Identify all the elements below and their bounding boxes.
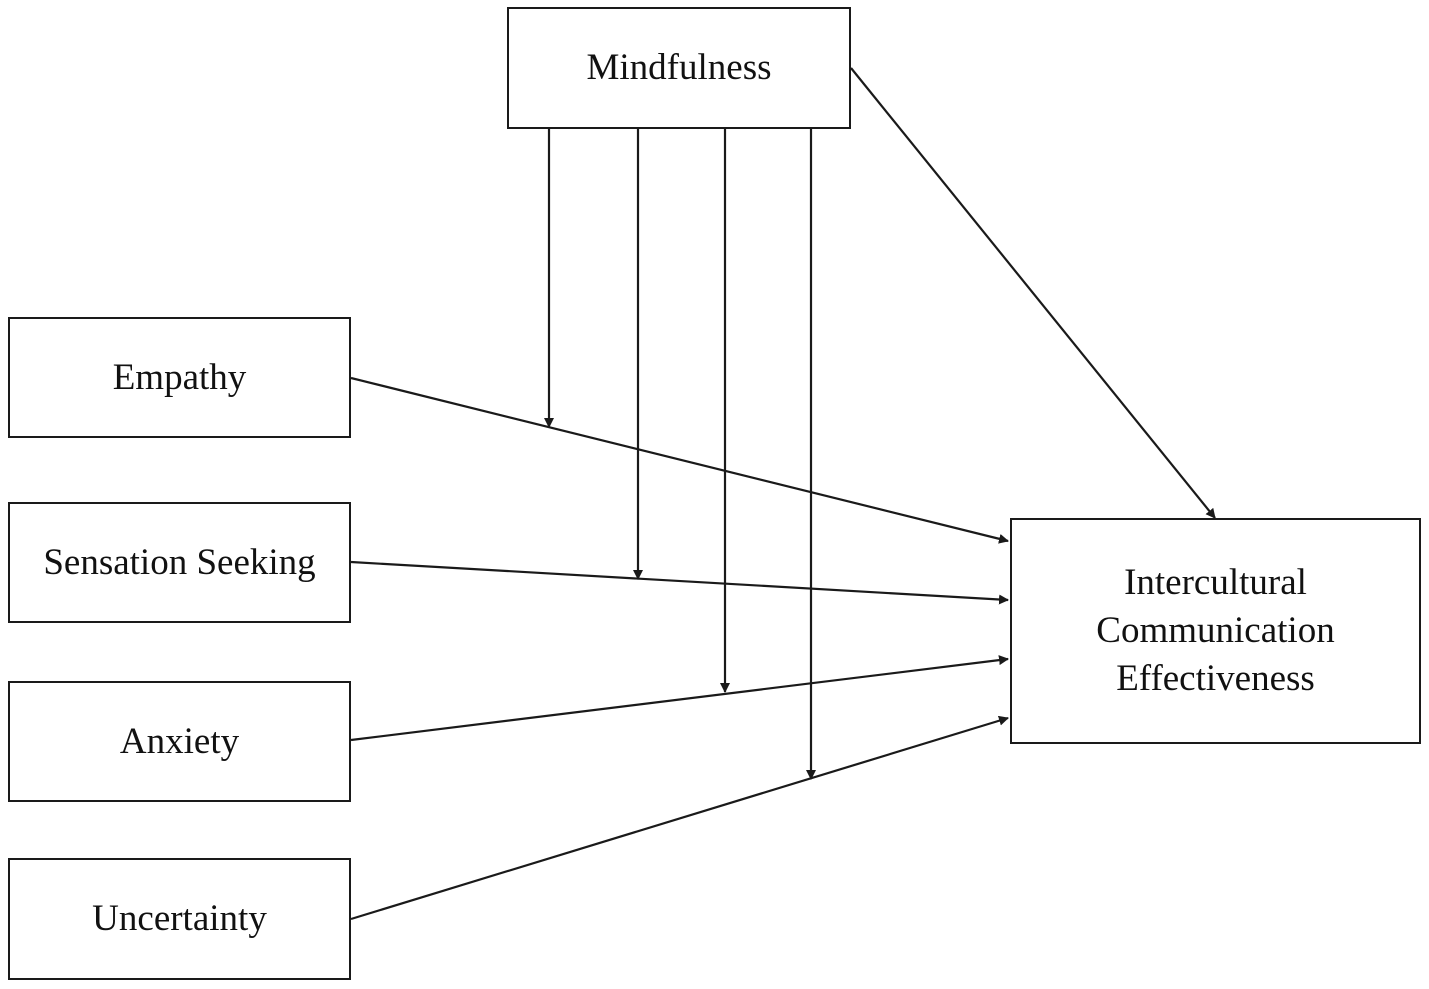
anxiety-label: Anxiety: [119, 720, 240, 762]
arrow-sensation-seeking-to-outcome: [350, 560, 1009, 605]
arrow-anxiety-to-outcome: [350, 655, 1009, 742]
arrow-mindfulness-to-outcome: [850, 67, 1216, 519]
outcome-label-line-2: Communication: [1096, 610, 1335, 651]
anxiety-box: Anxiety: [8, 681, 351, 802]
empathy-label: Empathy: [112, 356, 247, 398]
mindfulness-label: Mindfulness: [586, 47, 772, 88]
arrow-empathy-to-outcome: [350, 376, 1009, 544]
uncertainty-label: Uncertainty: [92, 898, 267, 939]
outcome-label: Intercultural Communication Effectivenes…: [1096, 559, 1334, 703]
intercultural-communication-effectiveness-box: Intercultural Communication Effectivenes…: [1010, 518, 1421, 744]
arrow-uncertainty-to-outcome: [350, 715, 1009, 921]
sensation-seeking-box: Sensation Seeking: [8, 502, 351, 623]
sensation-seeking-label: Sensation Seeking: [43, 541, 316, 583]
outcome-label-line-1: Intercultural: [1124, 562, 1307, 603]
outcome-label-line-3: Effectiveness: [1116, 658, 1315, 699]
empathy-box: Empathy: [8, 317, 351, 438]
mindfulness-box: Mindfulness: [507, 7, 851, 129]
uncertainty-box: Uncertainty: [8, 858, 351, 980]
